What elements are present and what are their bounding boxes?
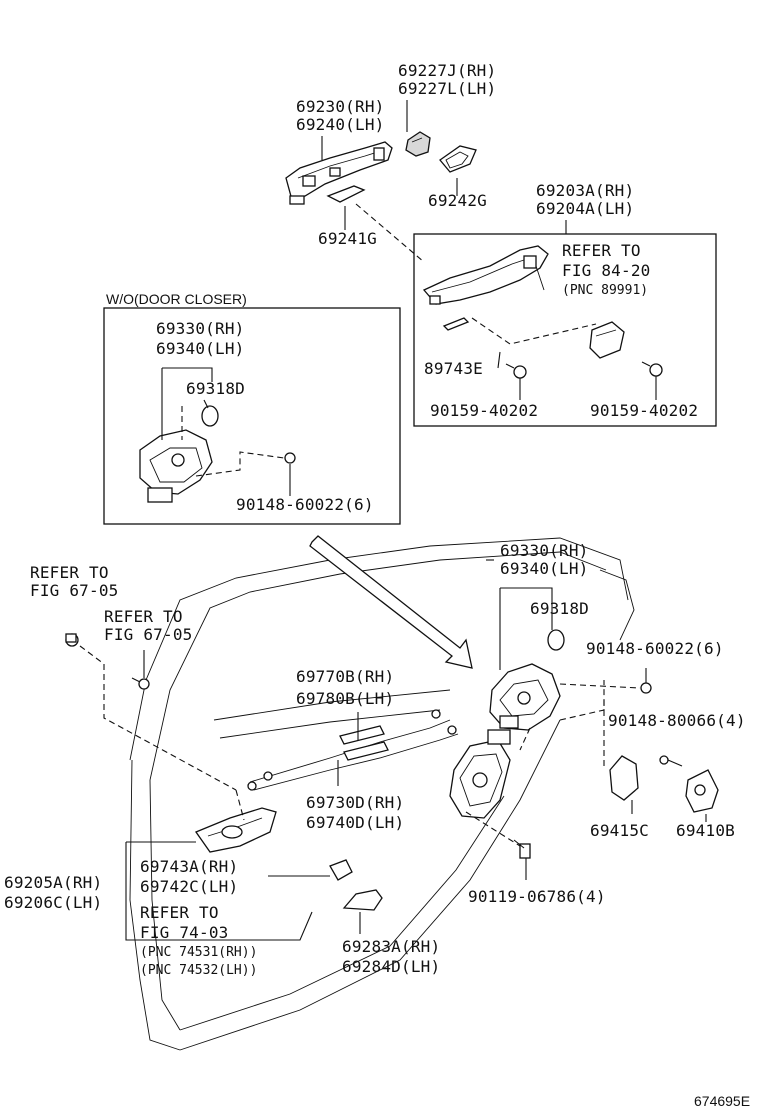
bolt-right-90159	[641, 361, 663, 377]
dash-handle-to-frame	[355, 203, 425, 263]
outside-handle-frame-69230	[285, 141, 393, 205]
label-69203a: 69203A(RH)	[536, 181, 634, 200]
label-69242g: 69242G	[428, 191, 487, 210]
handle-cover-69227	[405, 131, 431, 157]
bolt-90119	[513, 839, 531, 859]
label-69284d: 69284D(LH)	[342, 957, 440, 976]
screw-90148-80066	[659, 755, 683, 767]
label-fig-67-05-b: FIG 67-05	[104, 625, 193, 644]
screw-90148-60022	[640, 682, 652, 694]
door-lock-69330	[489, 663, 561, 731]
label-inset-69340: 69340(LH)	[156, 339, 245, 358]
label-inset-69318d: 69318D	[186, 379, 245, 398]
label-69283a: 69283A(RH)	[342, 937, 440, 956]
label-90119: 90119-06786(4)	[468, 887, 606, 906]
label-69743a: 69743A(RH)	[140, 857, 238, 876]
label-69742c: 69742C(LH)	[140, 877, 238, 896]
label-69241g: 69241G	[318, 229, 377, 248]
inside-handle-69205a	[195, 807, 277, 853]
lock-cables	[247, 709, 459, 791]
label-69204a: 69204A(LH)	[536, 199, 634, 218]
label-90148-80066: 90148-80066(4)	[608, 711, 746, 730]
gasket-69242g	[439, 145, 477, 173]
label-69205a: 69205A(RH)	[4, 873, 102, 892]
label-refer-to-84-20: REFER TO	[562, 241, 641, 260]
leader-69205a-bracket	[125, 842, 313, 941]
leader-inset-69330	[161, 367, 213, 440]
big-arrow	[309, 535, 473, 669]
label-69740d: 69740D(LH)	[306, 813, 404, 832]
label-fig-84-20: FIG 84-20	[562, 261, 651, 280]
dash-lock-screw	[559, 683, 641, 689]
lock-motor-assy	[449, 729, 511, 819]
bolt-left-90159	[505, 363, 527, 379]
dash-inset	[181, 406, 285, 477]
label-fig-67-05-a: FIG 67-05	[30, 581, 119, 600]
leader-89743e	[497, 351, 501, 369]
cap-69283a	[342, 889, 383, 911]
label-69206c: 69206C(LH)	[4, 893, 102, 912]
label-69730d: 69730D(RH)	[306, 793, 404, 812]
inset-screw	[284, 452, 296, 464]
dash-frame-to-lock	[471, 317, 597, 345]
label-69230: 69230(RH)	[296, 97, 385, 116]
inset-lock-assembly	[139, 429, 213, 503]
label-fig-74-03: FIG 74-03	[140, 923, 229, 942]
cover-69415c	[609, 755, 639, 801]
label-90159-a: 90159-40202	[430, 401, 538, 420]
label-inset-69330: 69330(RH)	[156, 319, 245, 338]
label-inset-90148: 90148-60022(6)	[236, 495, 374, 514]
inset-box	[103, 307, 401, 525]
inset-seal-69318d	[201, 405, 219, 427]
label-refer-to-67-05-b: REFER TO	[104, 607, 183, 626]
label-refer-to-67-05-a: REFER TO	[30, 563, 109, 582]
label-69340: 69340(LH)	[500, 559, 589, 578]
frame-box-69203a	[413, 233, 717, 427]
label-90148-60022: 90148-60022(6)	[586, 639, 724, 658]
label-pnc-74532: (PNC 74532(LH))	[140, 963, 257, 978]
label-69318d: 69318D	[530, 599, 589, 618]
striker-69410b	[685, 769, 719, 813]
label-90159-b: 90159-40202	[590, 401, 698, 420]
leader-inset-69318d	[203, 399, 209, 409]
handle-frame-69203a	[422, 245, 549, 305]
label-refer-to-74-03: REFER TO	[140, 903, 219, 922]
label-69780b: 69780B(LH)	[296, 689, 394, 708]
clip-refer-67-05-a	[65, 633, 79, 647]
label-89743e: 89743E	[424, 359, 483, 378]
label-pnc-74531: (PNC 74531(RH))	[140, 945, 257, 960]
figure-id: 674695E	[694, 1093, 750, 1109]
leader-69330	[499, 587, 553, 670]
dash-motor-bolt	[465, 811, 521, 847]
label-pnc-89991: (PNC 89991)	[562, 283, 648, 298]
retainer-69743a	[329, 859, 353, 881]
pad-69241g	[326, 185, 366, 203]
bracket-89743e	[442, 317, 470, 331]
label-69227j: 69227J(RH)	[398, 61, 496, 80]
clip-refer-67-05-b	[131, 677, 150, 690]
lock-cylinder-assy	[589, 321, 625, 359]
dash-clips	[79, 645, 245, 821]
label-69770b: 69770B(RH)	[296, 667, 394, 686]
label-69410b: 69410B	[676, 821, 735, 840]
label-69330: 69330(RH)	[500, 541, 589, 560]
label-69240: 69240(LH)	[296, 115, 385, 134]
label-69415c: 69415C	[590, 821, 649, 840]
lock-seal-69318d	[547, 629, 565, 651]
label-69227l: 69227L(LH)	[398, 79, 496, 98]
inset-title: W/O(DOOR CLOSER)	[106, 291, 247, 307]
